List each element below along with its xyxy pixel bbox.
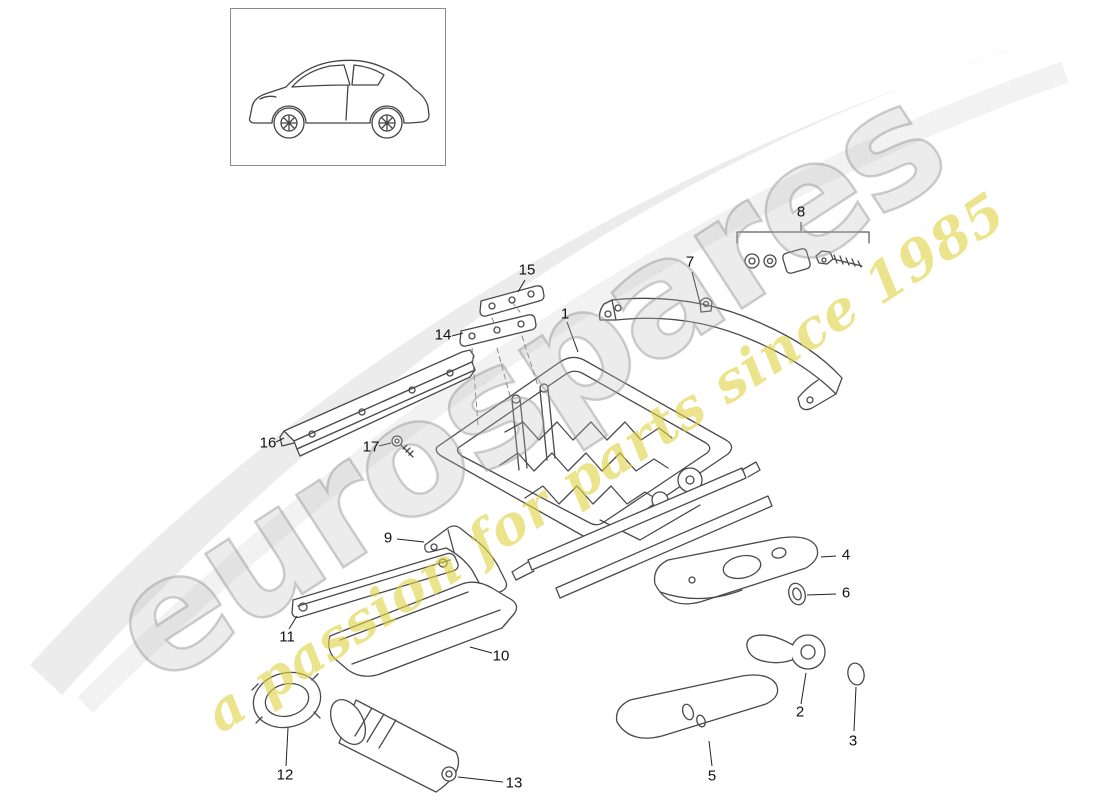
part-13-actuator-cylinder: [329, 699, 460, 793]
part-9-bracket: [424, 525, 508, 596]
part-7-crossmember: [598, 297, 843, 411]
part-14-bracket: [459, 314, 537, 347]
callout-15: 15: [518, 261, 536, 279]
callout-6: 6: [841, 584, 851, 602]
assembly-alignment-lines: [471, 301, 539, 426]
callout-16: 16: [259, 434, 277, 452]
part-12-clamp-ring: [251, 671, 322, 729]
callout-10: 10: [492, 647, 510, 665]
callout-8: 8: [796, 203, 806, 221]
part-6-grommet: [788, 582, 806, 606]
part-3-cap: [847, 662, 865, 686]
vehicle-thumbnail: [230, 8, 446, 166]
callout-11: 11: [279, 628, 295, 646]
part-2-recline-handle: [746, 634, 826, 670]
callout-2: 2: [795, 703, 805, 721]
callout-13: 13: [505, 774, 523, 792]
callout-14: 14: [434, 326, 452, 344]
leader-lines: [275, 222, 857, 783]
part-10-panel: [328, 581, 518, 677]
callout-7: 7: [685, 253, 695, 271]
part-17-screw: [391, 435, 414, 458]
callout-5: 5: [707, 767, 717, 785]
part-8-hardware: [736, 231, 870, 274]
part-1-seat-frame: [435, 356, 773, 599]
callout-17: 17: [362, 438, 380, 456]
callout-4: 4: [841, 546, 851, 564]
callout-9: 9: [383, 529, 393, 547]
car-side-view-icon: [248, 59, 430, 139]
part-11-strap: [291, 552, 459, 619]
part-16-rail: [279, 349, 476, 457]
part-5-trim-panel: [615, 674, 779, 739]
callout-3: 3: [848, 732, 858, 750]
callout-12: 12: [276, 766, 294, 784]
part-4-trim-panel: [653, 536, 819, 605]
callout-1: 1: [560, 305, 570, 323]
part-15-bracket: [479, 285, 545, 317]
